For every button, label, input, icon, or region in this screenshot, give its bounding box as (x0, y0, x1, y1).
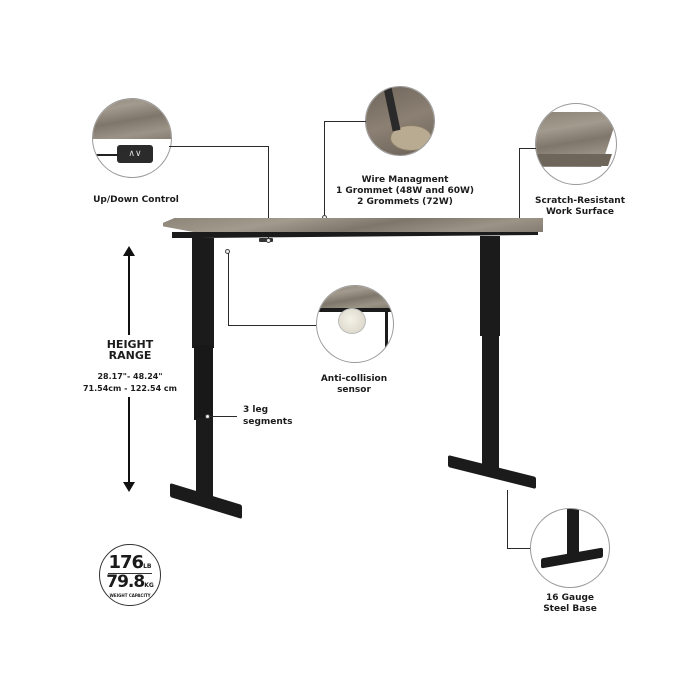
height-range-inches: 28.17"- 48.24" (97, 372, 163, 381)
grommet-callout (365, 86, 435, 156)
weight-kg: 79.8KG (101, 572, 159, 592)
leg-segments-line1: 3 leg (243, 405, 269, 415)
weight-lb-unit: LB (143, 563, 152, 570)
up-down-control-label: Up/Down Control (93, 195, 179, 205)
weight-kg-unit: KG (144, 582, 154, 589)
height-arrow-shaft-top (128, 255, 130, 335)
right-leg-upper (480, 236, 500, 336)
desk-frame-rail (172, 232, 538, 238)
anti-collision-line2: sensor (337, 385, 371, 395)
cable (93, 154, 119, 156)
surface-label-line2: Work Surface (545, 207, 615, 217)
control-panel-icon: ∧∨ (117, 145, 153, 163)
grommet-leader-v (324, 121, 325, 218)
desktop (163, 218, 543, 232)
left-leg-middle (194, 345, 213, 420)
height-arrow-shaft-bottom (128, 397, 130, 482)
anti-collision-line1: Anti-collision (320, 374, 388, 384)
sensor-leader-v (228, 253, 229, 325)
surface-label-line1: Scratch-Resistant (534, 196, 626, 206)
height-arrow-up-icon (123, 246, 135, 256)
up-down-leader-h (169, 146, 269, 147)
surface-callout (535, 103, 617, 185)
surface-leader-h (519, 148, 536, 149)
left-leg-lower (196, 418, 213, 498)
leg-segments-line2: segments (243, 417, 293, 427)
up-down-control-callout: ∧∨ (92, 98, 172, 178)
grommet-leader-h (324, 121, 366, 122)
leg-segment-leader (210, 416, 237, 417)
up-down-point (266, 238, 271, 243)
height-arrow-down-icon (123, 482, 135, 492)
weight-lb-value: 176 (108, 552, 145, 573)
wire-management-line1: 1 Grommet (48W and 60W) (335, 186, 475, 196)
sensor-point (225, 249, 230, 254)
left-leg-upper (192, 238, 214, 348)
steel-base-line1: 16 Gauge (545, 593, 595, 603)
weight-lb: 176LB (103, 552, 157, 573)
wire-management-line2: 2 Grommets (72W) (357, 197, 453, 207)
wire-management-title: Wire Managment (361, 175, 449, 185)
surface-leader-v (519, 148, 520, 226)
desktop-edge-image (93, 99, 171, 139)
surface-edge-side (536, 154, 612, 166)
weight-caption: WEIGHT CAPACITY (109, 593, 151, 598)
base-leg-image (567, 509, 579, 559)
weight-capacity-badge: 176LB 79.8KG WEIGHT CAPACITY (99, 544, 161, 606)
anti-collision-callout (316, 285, 394, 363)
sensor-leader-h (228, 325, 316, 326)
steel-base-line2: Steel Base (543, 604, 597, 614)
sensor-icon (338, 308, 366, 334)
sensor-desk-image (317, 286, 393, 308)
height-range-cm: 71.54cm - 122.54 cm (82, 384, 177, 393)
weight-kg-value: 79.8 (106, 572, 145, 592)
base-leader-h (507, 548, 531, 549)
base-leader-v (507, 490, 508, 548)
height-range-title-2: RANGE (108, 349, 152, 362)
sensor-leg-edge (385, 308, 388, 348)
right-leg-lower (482, 334, 499, 474)
steel-base-callout (530, 508, 610, 588)
height-range-title-1: HEIGHT (106, 338, 154, 351)
leg-segment-point (205, 414, 210, 419)
weight-divider (108, 573, 152, 574)
up-down-leader-v (268, 146, 269, 242)
